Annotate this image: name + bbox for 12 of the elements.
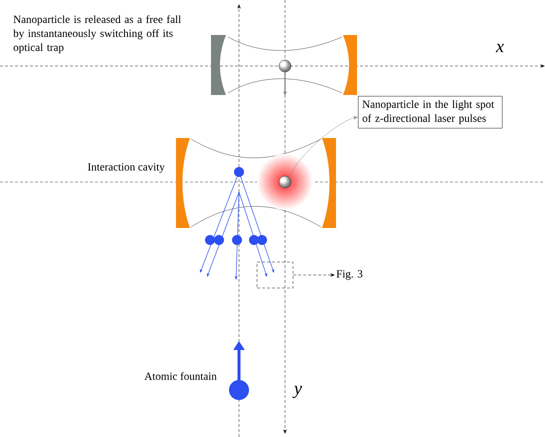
leader-line xyxy=(289,116,358,178)
nanoparticle xyxy=(278,60,292,72)
fountain-label: Atomic fountain xyxy=(144,372,217,380)
dashed-box xyxy=(256,262,294,288)
cavity-label: Interaction cavity xyxy=(88,163,165,173)
annotation-text: Nanoparticle is released as a free fall by instantaneously switching off its optical trap xyxy=(13,15,181,54)
figure-reference: Fig. 3 xyxy=(336,270,362,280)
axis-label: y xyxy=(292,386,302,398)
arrow xyxy=(293,273,335,277)
nanoparticle xyxy=(278,176,292,188)
callout-box: Nanoparticle in the light spot of z-directional laser pulses xyxy=(358,96,502,128)
axis-label: x xyxy=(496,44,504,52)
